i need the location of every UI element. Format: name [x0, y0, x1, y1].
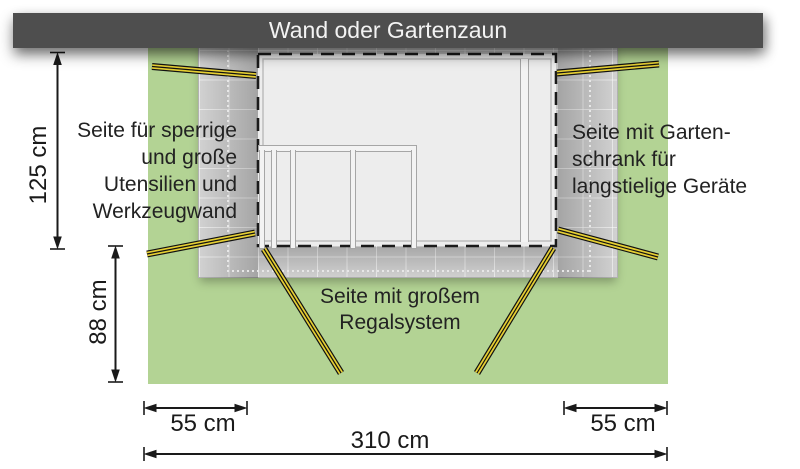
dimension-label-back-depth: 125 cm — [25, 125, 52, 205]
dimension-label-total-width: 310 cm — [350, 427, 430, 454]
dimension-label-left-width: 55 cm — [170, 410, 236, 437]
dotted-boundary-left — [227, 45, 229, 272]
shelf-system-rail — [258, 145, 417, 152]
dimension-label-right-width: 55 cm — [590, 410, 656, 437]
front-side-label: Seite mit großem Regalsystem — [320, 285, 480, 334]
wall-bar: Wand oder Gartenzaun — [13, 13, 763, 48]
shelf-post — [271, 150, 277, 249]
dotted-boundary-bottom — [227, 270, 590, 272]
left-side-label: Seite für sperrige und große Utensilien … — [77, 119, 237, 223]
garden-cabinet-divider — [520, 59, 529, 242]
paving-shade-bottom — [258, 247, 558, 278]
wall-bar-label: Wand oder Gartenzaun — [268, 17, 508, 43]
right-side-label: Seite mit Garten- schrank für langstieli… — [572, 121, 748, 198]
shelf-post — [259, 150, 265, 249]
shelf-post — [350, 150, 356, 249]
dotted-boundary-right — [589, 45, 591, 272]
dimension-label-front-depth: 88 cm — [85, 279, 112, 345]
shelf-post — [411, 150, 417, 249]
shelf-post — [290, 150, 296, 249]
